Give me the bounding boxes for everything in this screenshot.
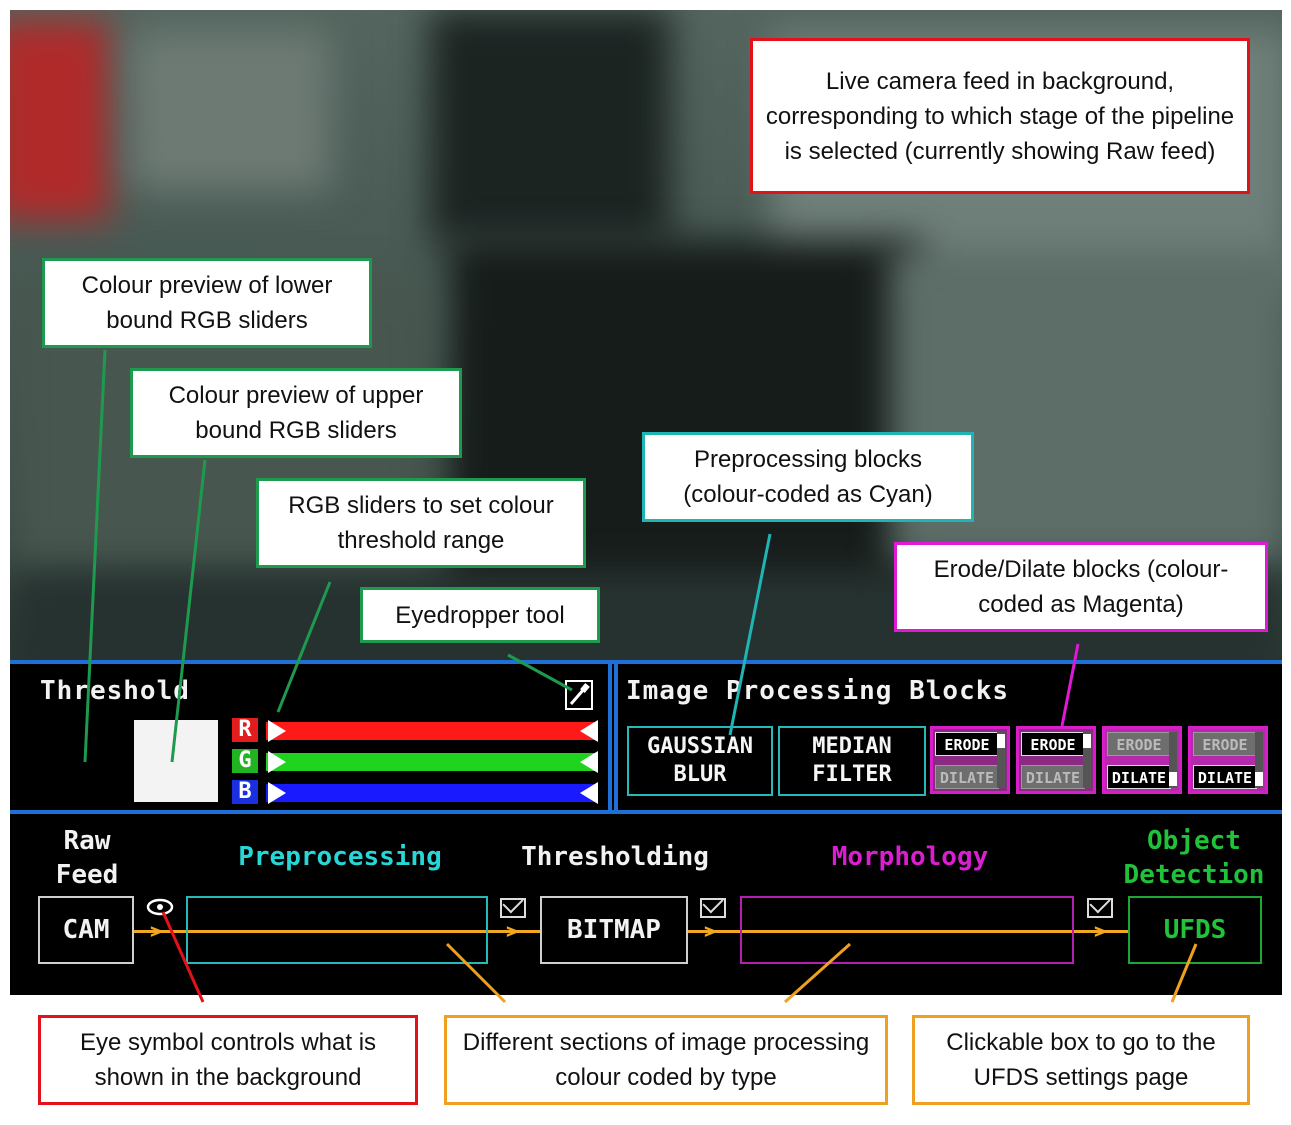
red-slider[interactable] bbox=[266, 722, 598, 740]
gaussian-blur-block[interactable]: GAUSSIAN BLUR bbox=[627, 726, 773, 796]
eye-icon[interactable] bbox=[146, 898, 174, 916]
callout-rgb-sliders: RGB sliders to set colour threshold rang… bbox=[256, 478, 586, 568]
green-slider[interactable] bbox=[266, 753, 598, 771]
red-upper-knob[interactable] bbox=[580, 720, 598, 742]
stage-object-detection-line2: Detection bbox=[1123, 860, 1265, 890]
mail-icon[interactable] bbox=[1087, 898, 1113, 918]
median-filter-line2: FILTER bbox=[812, 762, 892, 787]
blocks-title: Image Processing Blocks bbox=[626, 676, 1010, 706]
dilate-label: DILATE bbox=[1193, 765, 1257, 789]
callout-eye-symbol: Eye symbol controls what is shown in the… bbox=[38, 1015, 418, 1105]
mail-icon[interactable] bbox=[700, 898, 726, 918]
erode-label: ERODE bbox=[1193, 732, 1257, 756]
dilate-label: DILATE bbox=[1107, 765, 1171, 789]
stage-morphology: Morphology bbox=[831, 842, 989, 872]
red-channel-label: R bbox=[232, 718, 258, 742]
callout-erode-dilate: Erode/Dilate blocks (colour-coded as Mag… bbox=[894, 542, 1268, 632]
gaussian-blur-line2: BLUR bbox=[673, 762, 727, 787]
callout-ufds-box: Clickable box to go to the UFDS settings… bbox=[912, 1015, 1250, 1105]
erode-dilate-block[interactable]: ERODE DILATE bbox=[930, 726, 1010, 794]
erode-dilate-toggle[interactable] bbox=[1255, 732, 1263, 788]
panel-divider bbox=[614, 664, 618, 810]
panel-top-border bbox=[10, 660, 1282, 664]
erode-dilate-block[interactable]: ERODE DILATE bbox=[1102, 726, 1182, 794]
flow-arrow-icon: > bbox=[506, 919, 519, 943]
stage-preprocessing: Preprocessing bbox=[238, 842, 442, 872]
blue-upper-knob[interactable] bbox=[580, 782, 598, 804]
blue-slider[interactable] bbox=[266, 784, 598, 802]
flow-arrow-icon: > bbox=[1094, 919, 1107, 943]
erode-label: ERODE bbox=[935, 732, 999, 756]
gaussian-blur-line1: GAUSSIAN bbox=[647, 734, 753, 759]
erode-dilate-toggle[interactable] bbox=[1083, 732, 1091, 788]
bitmap-node[interactable]: BITMAP bbox=[540, 896, 688, 964]
blue-channel-label: B bbox=[232, 780, 258, 804]
stage-object-detection-line1: Object bbox=[1147, 826, 1241, 856]
callout-sections: Different sections of image processing c… bbox=[444, 1015, 888, 1105]
upper-bound-preview bbox=[134, 720, 218, 802]
callout-live-feed: Live camera feed in background, correspo… bbox=[750, 38, 1250, 194]
morphology-section[interactable] bbox=[740, 896, 1074, 964]
erode-dilate-toggle[interactable] bbox=[997, 732, 1005, 788]
callout-eyedropper: Eyedropper tool bbox=[360, 587, 600, 643]
stage-raw-feed: Raw Feed bbox=[32, 824, 142, 892]
red-lower-knob[interactable] bbox=[268, 720, 286, 742]
median-filter-block[interactable]: MEDIAN FILTER bbox=[778, 726, 926, 796]
blue-lower-knob[interactable] bbox=[268, 782, 286, 804]
erode-label: ERODE bbox=[1021, 732, 1085, 756]
erode-label: ERODE bbox=[1107, 732, 1171, 756]
median-filter-line1: MEDIAN bbox=[812, 734, 892, 759]
stage-object-detection: Object Detection bbox=[1108, 824, 1280, 892]
stage-raw-feed-line1: Raw bbox=[63, 826, 111, 856]
callout-lower-preview: Colour preview of lower bound RGB slider… bbox=[42, 258, 372, 348]
panel-bottom-border bbox=[10, 810, 1282, 814]
stage-thresholding: Thresholding bbox=[521, 842, 709, 872]
erode-dilate-block[interactable]: ERODE DILATE bbox=[1188, 726, 1268, 794]
callout-preprocessing-blocks: Preprocessing blocks (colour-coded as Cy… bbox=[642, 432, 974, 522]
dilate-label: DILATE bbox=[935, 765, 999, 789]
cam-node[interactable]: CAM bbox=[38, 896, 134, 964]
erode-dilate-block[interactable]: ERODE DILATE bbox=[1016, 726, 1096, 794]
green-upper-knob[interactable] bbox=[580, 751, 598, 773]
stage-raw-feed-line2: Feed bbox=[55, 860, 119, 890]
flow-arrow-icon: > bbox=[704, 919, 717, 943]
eyedropper-icon[interactable] bbox=[565, 680, 593, 710]
mail-icon[interactable] bbox=[500, 898, 526, 918]
callout-upper-preview: Colour preview of upper bound RGB slider… bbox=[130, 368, 462, 458]
panel-divider bbox=[608, 664, 612, 810]
flow-arrow-icon: > bbox=[150, 919, 163, 943]
threshold-title: Threshold bbox=[40, 676, 190, 706]
green-lower-knob[interactable] bbox=[268, 751, 286, 773]
green-channel-label: G bbox=[232, 749, 258, 773]
ufds-node[interactable]: UFDS bbox=[1128, 896, 1262, 964]
erode-dilate-toggle[interactable] bbox=[1169, 732, 1177, 788]
dilate-label: DILATE bbox=[1021, 765, 1085, 789]
preprocessing-section[interactable] bbox=[186, 896, 488, 964]
